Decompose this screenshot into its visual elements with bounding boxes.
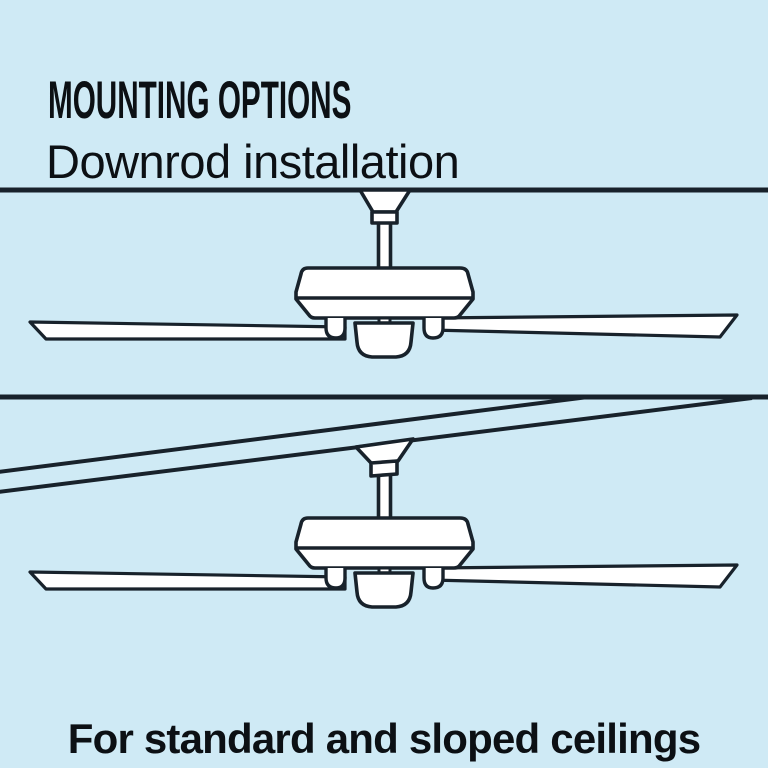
standard-ceiling-fan-diagram	[0, 187, 768, 359]
page-title: MOUNTING OPTIONS	[48, 70, 352, 130]
canopy-collar	[370, 210, 399, 225]
fan-illustration	[28, 218, 739, 359]
sloped-ceiling-upper-line	[0, 395, 589, 474]
fan-illustration	[28, 468, 739, 609]
page-subtitle: Downrod installation	[46, 135, 460, 188]
canopy-collar	[369, 459, 399, 478]
caption-text: For standard and sloped ceilings	[67, 715, 701, 762]
canopy	[358, 188, 412, 214]
sloped-ceiling-fan-diagram	[0, 394, 768, 609]
